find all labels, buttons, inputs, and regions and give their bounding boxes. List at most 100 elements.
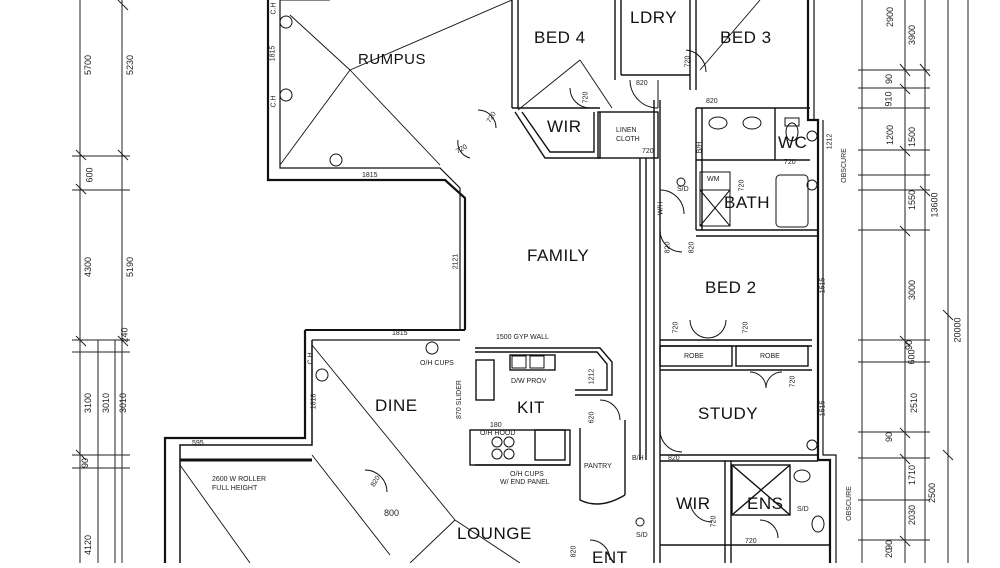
window-width: 1818 [310,393,318,410]
note-sd-ent: S/D [636,532,648,539]
bathtub-icon [775,174,809,228]
note-ch-mid: C.H [270,95,278,108]
smoke-detector-icon [676,177,686,187]
window-width: 180 [490,422,502,429]
dimension-label: 20000 [952,317,963,343]
note-dw-prov: D/W PROV [511,378,547,385]
toilet-cistern-icon [784,117,800,127]
light-point-icon [279,88,293,102]
light-point-icon [806,439,818,451]
dimension-label: 3010 [118,392,129,414]
dimension-label: 90 [884,73,895,85]
note-linen-cloth: LINEN CLOTH [616,127,640,143]
dimension-label: 4120 [83,534,94,556]
note-robe-right: ROBE [760,353,780,360]
dimension-label: 1500 [907,126,918,148]
note-gyp-wall: 1500 GYP WALL [496,334,549,341]
door-width: 620 [588,411,596,424]
dimension-label: 3000 [907,279,918,301]
room-label-study: STUDY [698,404,759,423]
note-bh-bath: B/H [696,141,704,154]
note-wm: WM [707,176,720,183]
door-width: 720 [784,159,796,166]
room-label-kit: KIT [517,398,545,417]
left-dimension-lines [72,0,130,563]
light-point-icon [425,341,439,355]
dimension-label: 2500 [927,482,938,504]
door-width: 820 [688,241,696,254]
note-bh-ent: B/H [632,455,644,462]
internal-walls [469,0,830,563]
note-oh-cups-bottom: O/H CUPS [510,471,544,478]
note-obscure-top: OBSCURE [840,148,848,183]
note-full-height: FULL HEIGHT [212,485,258,492]
window-width: 595 [192,440,204,447]
door-width: 800 [384,508,400,518]
door-width: 820 [570,545,578,558]
toilet-icon [811,515,825,533]
dimension-label: 5230 [125,54,136,76]
note-oh-cups-top: O/H CUPS [420,360,454,367]
dimension-label: 2030 [907,504,918,526]
door-width: 820 [668,455,680,462]
light-markers [279,15,818,527]
dimension-label: 90 [80,457,91,469]
note-pantry: PANTRY [584,463,612,470]
window-width: 1515 [819,277,827,294]
basin-icon [793,469,811,483]
room-label-family: FAMILY [527,246,590,265]
room-label-dine: DINE [375,396,418,415]
room-label-wir-bottom: WIR [676,494,711,513]
dimension-label: 910 [883,91,894,107]
dimension-label: 4300 [83,256,94,278]
note-end-panel: W/ END PANEL [500,479,550,486]
cooktop-burner-icon [491,448,503,460]
window-width: 2121 [452,253,460,270]
door-width: 720 [789,375,797,388]
door-width: 720 [745,538,757,545]
note-slider: 870 SLIDER [455,380,463,419]
door-width: 720 [672,321,680,334]
door-width: 720 [710,515,718,528]
room-label-wc: WC [778,133,808,152]
window-width: 1815 [392,330,408,337]
door-width: 820 [664,241,672,254]
room-label-ens: ENS [747,494,784,513]
cooktop-burner-icon [491,436,503,448]
dimension-label: 5190 [125,256,136,278]
basin-icon [708,116,728,130]
door-width: 720 [742,321,750,334]
note-sd-bath: S/D [677,186,689,193]
fixtures [491,116,825,533]
dimension-label: 2900 [885,6,896,28]
room-label-bed4: BED 4 [534,28,586,47]
dimension-label: 3010 [101,392,112,414]
room-label-bed2: BED 2 [705,278,757,297]
window-width: 1212 [588,368,596,385]
right-dimension-lines [858,0,969,563]
door-swings [364,49,783,561]
dimension-label: 20 [884,547,895,559]
room-label-wir-top: WIR [547,117,582,136]
toilet-icon [785,122,799,142]
dimension-label: 1200 [885,124,896,146]
door-width: 720 [684,55,692,68]
smoke-detector-icon [635,517,645,527]
dimension-label: 1710 [907,464,918,486]
sink-icon [529,355,545,369]
dimension-label: 3900 [907,24,918,46]
window-width: 1515 [819,400,827,417]
dimension-label: 600 [84,167,95,183]
room-label-lounge: LOUNGE [457,524,532,543]
window-width: 1212 [826,133,834,150]
door-width: 720 [738,179,746,192]
window-width: 1815 [362,172,378,179]
external-walls [163,0,837,563]
dimension-label: 13600 [929,192,940,218]
dimension-label: 240 [119,327,130,343]
light-point-icon [315,368,329,382]
note-obscure-bottom: OBSCURE [845,486,853,521]
room-label-rumpus: RUMPUS [358,51,427,68]
dimension-label: 1550 [907,189,918,211]
